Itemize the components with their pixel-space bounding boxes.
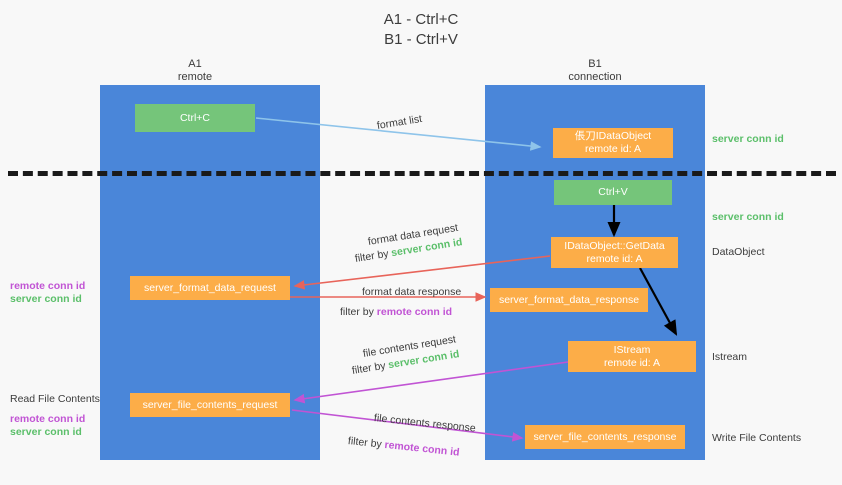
box-server-format-data-request[interactable]: server_format_data_request <box>130 276 290 300</box>
flow-label-format-data-response: format data response <box>362 286 462 298</box>
filter-prefix: filter by <box>351 359 390 377</box>
filter-prefix: filter by <box>340 306 377 318</box>
left-label-remote-conn-id-2: remote conn id <box>10 413 86 425</box>
box-ctrl-v[interactable]: Ctrl+V <box>554 180 672 205</box>
box-idataobject-getdata[interactable]: IDataObject::GetData remote id: A <box>551 237 678 268</box>
right-label-write-file-contents: Write File Contents <box>712 432 802 444</box>
box-server-file-contents-request-label: server_file_contents_request <box>142 398 278 411</box>
lane-header-b1: B1 connection <box>568 58 622 83</box>
box-server-format-data-response[interactable]: server_format_data_response <box>490 288 648 312</box>
page-title: A1 - Ctrl+C B1 - Ctrl+V <box>383 11 459 48</box>
filter-prefix: filter by <box>354 247 393 265</box>
box-server-file-contents-response[interactable]: server_file_contents_response <box>525 425 685 449</box>
left-label-server-conn-id-1: server conn id <box>10 293 82 305</box>
phase-separator <box>8 171 836 176</box>
box-idataobject-getdata-sublabel: remote id: A <box>586 252 643 265</box>
right-label-istream: Istream <box>712 351 748 363</box>
box-ctrl-c[interactable]: Ctrl+C <box>135 104 255 132</box>
lane-header-a1: A1 remote <box>177 58 213 83</box>
box-server-format-data-request-label: server_format_data_request <box>144 281 276 294</box>
left-label-read-file-contents: Read File Contents <box>10 393 100 405</box>
filter-value: remote conn id <box>383 438 461 459</box>
box-server-format-data-response-label: server_format_data_response <box>498 293 640 306</box>
filter-value: remote conn id <box>376 306 453 318</box>
box-ctrl-c-label: Ctrl+C <box>179 111 211 124</box>
filter-prefix: filter by <box>347 435 386 451</box>
flow-label-file-contents-response: file contents response <box>373 412 477 435</box>
flow-label-format-list: format list <box>376 112 423 132</box>
right-label-server-conn-id-top: server conn id <box>712 133 784 145</box>
box-server-file-contents-request[interactable]: server_file_contents_request <box>130 393 290 417</box>
box-idataobject[interactable]: 倀刀IDataObject remote id: A <box>553 128 673 158</box>
box-istream-sublabel: remote id: A <box>603 356 661 369</box>
right-label-dataobject: DataObject <box>712 246 765 258</box>
left-label-server-conn-id-2: server conn id <box>10 426 82 438</box>
box-istream-label: IStream <box>613 343 651 356</box>
box-server-file-contents-response-label: server_file_contents_response <box>533 430 677 443</box>
box-istream[interactable]: IStream remote id: A <box>568 341 696 372</box>
box-idataobject-getdata-label: IDataObject::GetData <box>564 239 665 252</box>
left-label-remote-conn-id-1: remote conn id <box>10 280 86 292</box>
flow-label-file-contents-response-filter: filter by remote conn id <box>347 434 460 460</box>
box-ctrl-v-label: Ctrl+V <box>598 186 628 198</box>
box-idataobject-label: 倀刀IDataObject <box>574 130 652 142</box>
right-label-server-conn-id-mid: server conn id <box>712 211 784 223</box>
box-idataobject-sublabel: remote id: A <box>584 143 642 155</box>
flow-label-format-data-response-filter: filter by remote conn id <box>340 305 452 319</box>
